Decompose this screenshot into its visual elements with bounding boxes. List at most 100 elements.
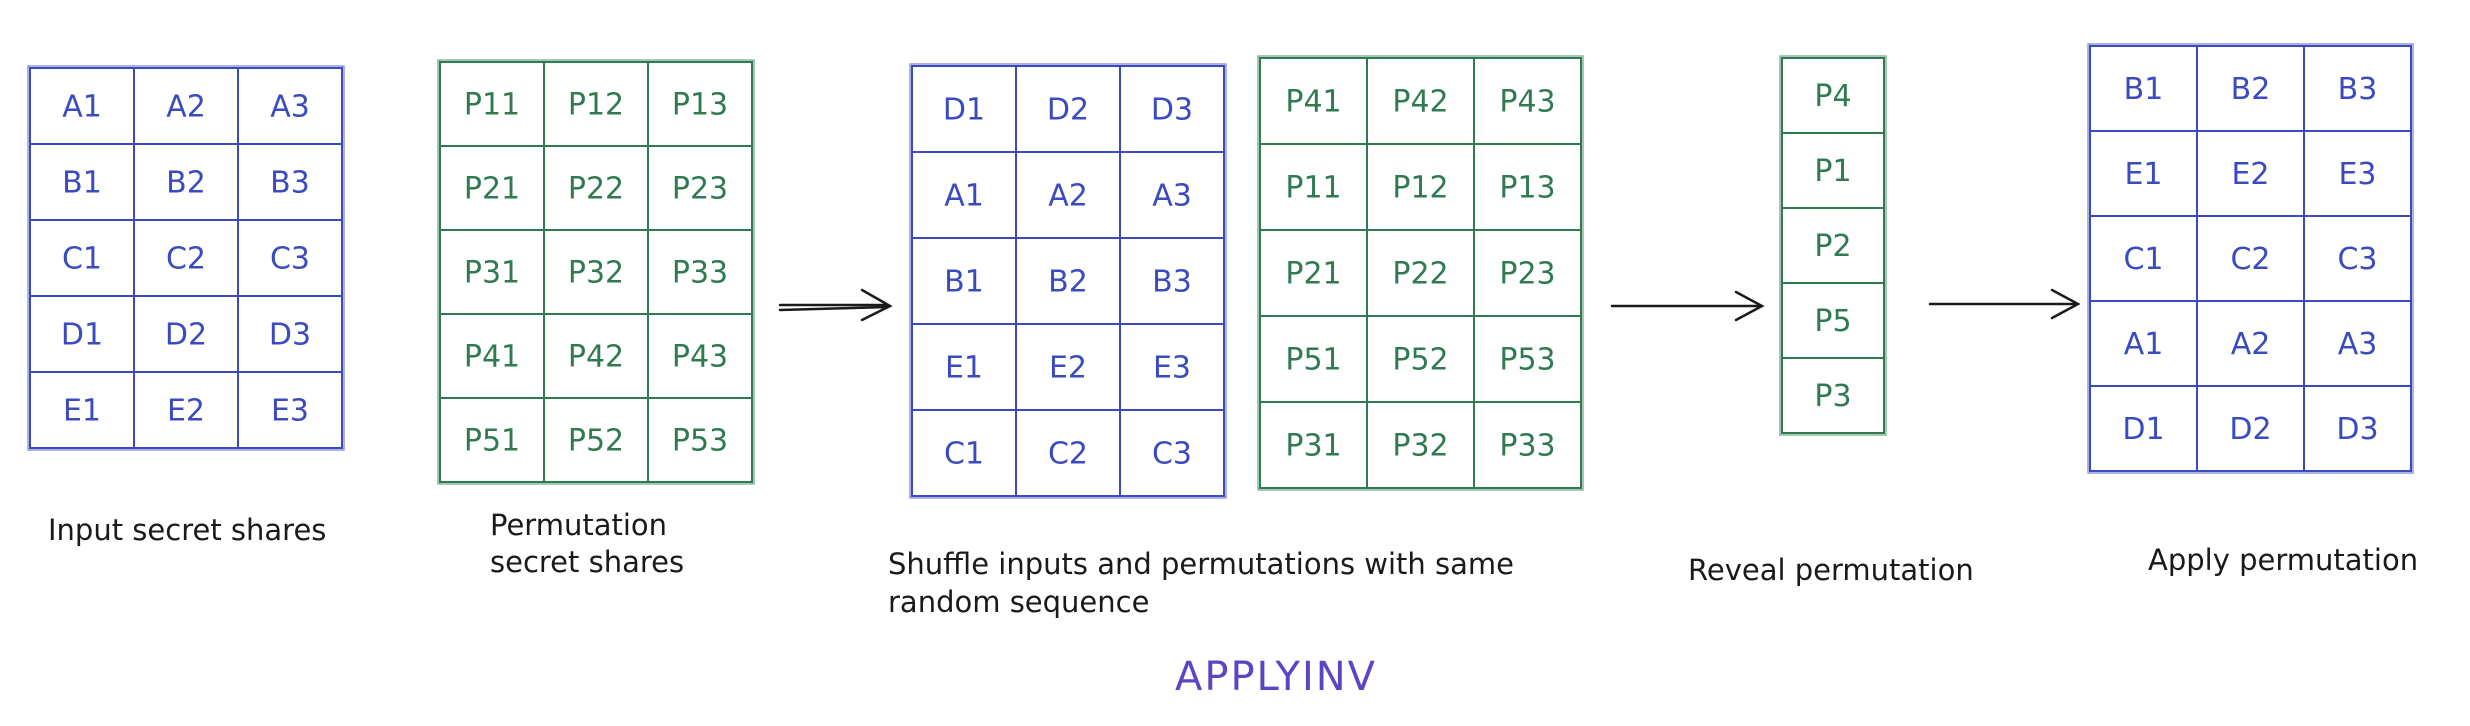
cell-label: P51 bbox=[464, 424, 520, 459]
cell-label: P53 bbox=[1499, 343, 1555, 378]
cell-label: P53 bbox=[672, 424, 728, 459]
grid-outline bbox=[2087, 43, 2414, 474]
cell-label: P51 bbox=[1285, 343, 1341, 378]
caption-reveal: Reveal permutation bbox=[1688, 553, 1974, 587]
cell-label: P23 bbox=[672, 172, 728, 207]
cell-label: D3 bbox=[2336, 412, 2378, 447]
cell-label: P33 bbox=[672, 256, 728, 291]
cell-label: P21 bbox=[1285, 257, 1341, 292]
arrow-to-apply bbox=[1928, 288, 2081, 320]
grid-outline bbox=[909, 63, 1227, 499]
cell-label: P21 bbox=[464, 172, 520, 207]
cell-label: B2 bbox=[1048, 265, 1088, 300]
cell-label: B1 bbox=[62, 166, 102, 201]
caption-input-secret-shares: Input secret shares bbox=[48, 513, 326, 547]
cell-label: P11 bbox=[1285, 171, 1341, 206]
cell-label: P1 bbox=[1814, 154, 1851, 189]
cell-label: P42 bbox=[568, 340, 624, 375]
cell-label: E2 bbox=[1049, 351, 1087, 386]
cell-label: C2 bbox=[1048, 437, 1088, 472]
cell-label: C1 bbox=[2123, 242, 2163, 277]
cell-label: P2 bbox=[1814, 229, 1851, 264]
cell-label: D1 bbox=[2122, 412, 2164, 447]
cell-label: D3 bbox=[269, 318, 311, 353]
caption-shuffle-line1: Shuffle inputs and permutations with sam… bbox=[888, 547, 1514, 581]
cell-label: E1 bbox=[2124, 157, 2162, 192]
cell-label: C3 bbox=[1152, 437, 1192, 472]
grid-outline bbox=[1779, 55, 1887, 436]
cell-label: A1 bbox=[944, 179, 984, 214]
cell-label: P52 bbox=[1392, 343, 1448, 378]
cell-label: P23 bbox=[1499, 257, 1555, 292]
cell-label: A2 bbox=[166, 90, 206, 125]
cell-label: D1 bbox=[61, 318, 103, 353]
cell-label: B3 bbox=[2338, 72, 2378, 107]
cell-label: E3 bbox=[2338, 157, 2376, 192]
cell-label: E1 bbox=[945, 351, 983, 386]
cell-label: P12 bbox=[568, 88, 624, 123]
cell-label: B2 bbox=[166, 166, 206, 201]
cell-label: P42 bbox=[1392, 85, 1448, 120]
cell-label: P32 bbox=[1392, 429, 1448, 464]
cell-label: P41 bbox=[1285, 85, 1341, 120]
grid-outline bbox=[27, 65, 345, 451]
cell-label: A1 bbox=[62, 90, 102, 125]
grid-outline bbox=[437, 59, 755, 485]
cell-label: P43 bbox=[1499, 85, 1555, 120]
arrow-to-reveal bbox=[1610, 290, 1765, 322]
cell-label: D2 bbox=[2229, 412, 2271, 447]
cell-label: P32 bbox=[568, 256, 624, 291]
cell-label: P31 bbox=[464, 256, 520, 291]
cell-label: A2 bbox=[2231, 327, 2271, 362]
diagram-title: APPLYINV bbox=[1175, 654, 1377, 700]
cell-label: E2 bbox=[167, 394, 205, 429]
cell-label: P12 bbox=[1392, 171, 1448, 206]
cell-label: P41 bbox=[464, 340, 520, 375]
cell-label: C1 bbox=[944, 437, 984, 472]
cell-label: P13 bbox=[672, 88, 728, 123]
cell-label: E2 bbox=[2231, 157, 2269, 192]
cell-label: P11 bbox=[464, 88, 520, 123]
arrows bbox=[778, 288, 2081, 322]
cell-label: B3 bbox=[270, 166, 310, 201]
cell-label: C3 bbox=[2337, 242, 2377, 277]
grid-cell bbox=[1119, 409, 1225, 497]
cell-label: E1 bbox=[63, 394, 101, 429]
cell-label: E3 bbox=[271, 394, 309, 429]
cell-label: A3 bbox=[2338, 327, 2378, 362]
cell-label: B1 bbox=[944, 265, 984, 300]
cell-label: A2 bbox=[1048, 179, 1088, 214]
grid-cell bbox=[2303, 385, 2412, 472]
cell-label: C3 bbox=[270, 242, 310, 277]
cell-label: D1 bbox=[943, 93, 985, 128]
cell-label: P22 bbox=[1392, 257, 1448, 292]
cell-label: B1 bbox=[2124, 72, 2164, 107]
cell-label: B3 bbox=[1152, 265, 1192, 300]
grid-cell bbox=[647, 397, 753, 483]
cell-label: E3 bbox=[1153, 351, 1191, 386]
caption-shuffle-line2: random sequence bbox=[888, 585, 1149, 619]
cell-label: P31 bbox=[1285, 429, 1341, 464]
grid-cell bbox=[1781, 357, 1885, 434]
cell-label: D3 bbox=[1151, 93, 1193, 128]
caption-permutation-line2: secret shares bbox=[490, 545, 684, 579]
grid-outline bbox=[1257, 55, 1584, 491]
cell-label: P3 bbox=[1814, 379, 1851, 414]
cell-label: P13 bbox=[1499, 171, 1555, 206]
cell-label: C2 bbox=[166, 242, 206, 277]
arrow-to-shuffle bbox=[778, 288, 893, 322]
cell-label: P4 bbox=[1814, 79, 1851, 114]
cell-label: A1 bbox=[2124, 327, 2164, 362]
cell-label: P43 bbox=[672, 340, 728, 375]
cell-label: B2 bbox=[2231, 72, 2271, 107]
cell-label: P22 bbox=[568, 172, 624, 207]
caption-apply: Apply permutation bbox=[2148, 543, 2418, 577]
